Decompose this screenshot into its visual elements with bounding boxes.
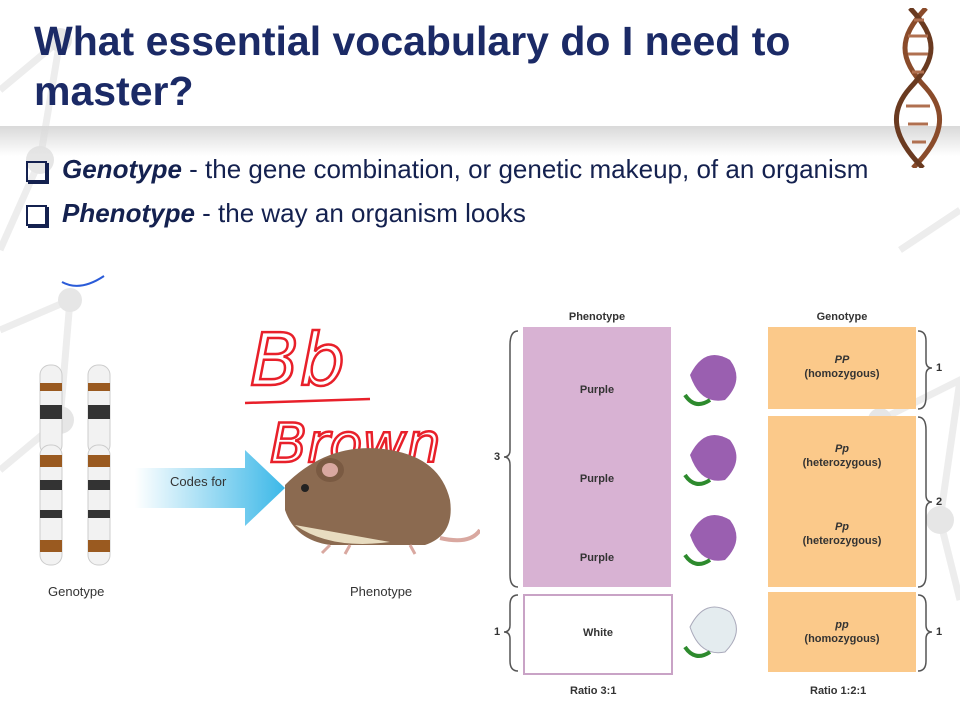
dna-helix-icon (894, 8, 942, 168)
vocabulary-list: Genotype - the gene combination, or gene… (26, 153, 906, 241)
zygosity-text: (heterozygous) (802, 535, 882, 548)
zygosity-text: (homozygous) (804, 368, 880, 381)
definition-genotype: - the gene combination, or genetic makeu… (181, 154, 869, 184)
genotype-header: Genotype (816, 311, 868, 323)
bullet-phenotype: Phenotype - the way an organism looks (26, 197, 906, 231)
phenotype-header: Phenotype (568, 311, 626, 323)
genotype-count: 1 (936, 362, 943, 374)
phenotype-count: 1 (494, 626, 501, 638)
genotype-symbol: Pp (834, 521, 850, 533)
genotype-count: 2 (936, 496, 943, 508)
codes-for-arrow-icon (135, 450, 285, 526)
genotype-cell-pp-hetero: Pp (heterozygous) Pp (heterozygous) (768, 416, 916, 587)
genotype-symbol: PP (834, 354, 850, 366)
mouse-icon (285, 448, 482, 555)
phenotype-cell: Purple (579, 473, 615, 485)
zygosity-text: (heterozygous) (802, 457, 882, 470)
purple-flower-icon (683, 355, 737, 406)
checkbox-bullet-icon (26, 204, 47, 226)
genotype-label: Genotype (48, 584, 105, 599)
codes-for-label: Codes for (170, 474, 227, 489)
slide-title: What essential vocabulary do I need to m… (34, 18, 791, 115)
grouping-braces (503, 330, 933, 672)
white-flower-icon (683, 606, 737, 658)
flower-braces-art (503, 330, 933, 672)
phenotype-cell: Purple (579, 384, 615, 396)
genotype-figure-art (39, 364, 482, 566)
genotype-cell-pp-homo: PP (homozygous) (768, 327, 916, 409)
genotype-to-phenotype-figure: Codes for Genotype Phenotype (30, 350, 482, 610)
phenotype-ratio: Ratio 3:1 (570, 685, 617, 697)
purple-flower-icon (683, 435, 737, 486)
checkbox-bullet-icon (26, 161, 47, 182)
ink-bb-text: Bb (250, 318, 345, 402)
genotype-symbol: Pp (834, 443, 850, 455)
term-genotype: Genotype (62, 154, 182, 184)
zygosity-text: (homozygous) (804, 633, 880, 646)
phenotype-cell: Purple (579, 552, 615, 564)
purple-flower-icon (683, 515, 737, 566)
ink-underline (244, 397, 371, 405)
white-phenotype-cell: White (523, 594, 673, 675)
phenotype-genotype-ratio-figure: Phenotype Genotype Purple Purple Purple … (490, 305, 955, 715)
definition-phenotype: - the way an organism looks (194, 197, 526, 228)
genotype-cell-pp-recessive: pp (homozygous) (768, 592, 916, 672)
title-underline-band (0, 126, 960, 156)
phenotype-count: 3 (494, 451, 501, 463)
chromosome-pair-icon (39, 364, 111, 566)
purple-phenotype-column: Purple Purple Purple (523, 327, 671, 587)
genotype-symbol: pp (835, 619, 849, 631)
genotype-count: 1 (936, 626, 943, 638)
bullet-genotype: Genotype - the gene combination, or gene… (26, 153, 906, 187)
term-phenotype: Phenotype (62, 197, 195, 228)
phenotype-label: Phenotype (350, 584, 413, 599)
genotype-ratio: Ratio 1:2:1 (810, 685, 867, 697)
phenotype-cell: White (583, 627, 613, 639)
ink-underline-mark (61, 275, 105, 287)
